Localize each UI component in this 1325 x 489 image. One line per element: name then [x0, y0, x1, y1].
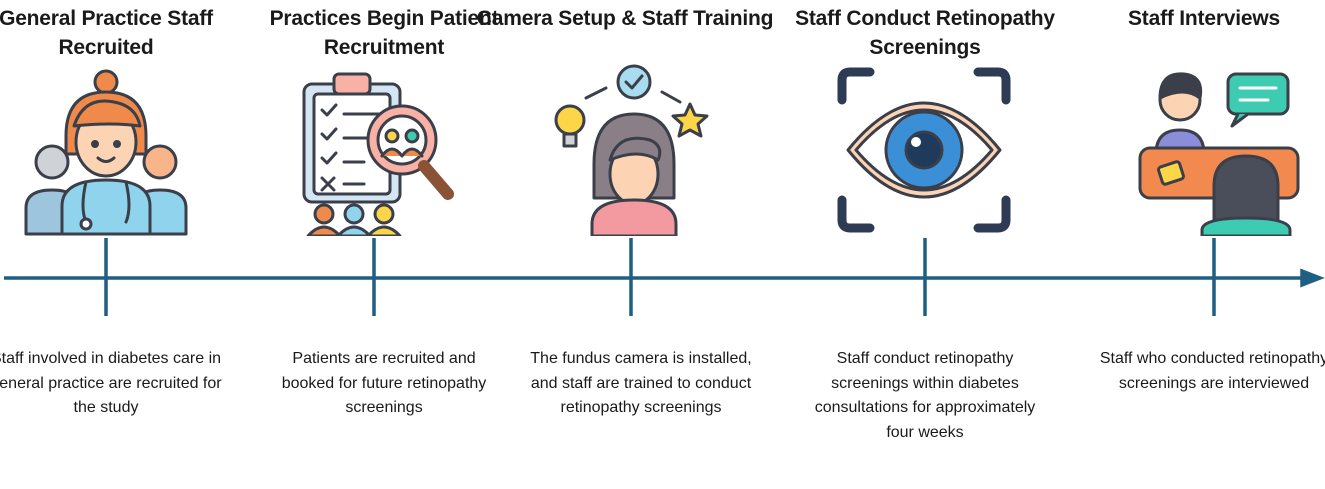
step-5-description: Staff who conducted retinopathy screenin…: [1099, 350, 1325, 392]
step-3-description: The fundus camera is installed, and staf…: [530, 350, 752, 416]
step-2-title: Practices Begin Patient Recruitment: [269, 7, 499, 59]
timeline-arrowhead: [1300, 268, 1325, 288]
step-1-description: Staff involved in diabetes care in gener…: [0, 350, 222, 416]
step-1-title: General Practice Staff Recruited: [0, 7, 213, 59]
medical-staff-icon: [24, 69, 188, 236]
step-4-title: Staff Conduct Retinopathy Screenings: [795, 7, 1055, 59]
step-5-title: Staff Interviews: [1127, 7, 1280, 30]
training-icon: [554, 64, 709, 236]
eye-scan-icon: [837, 67, 1011, 233]
clipboard-search-icon: [302, 72, 454, 236]
step-3-title: Camera Setup & Staff Training: [476, 7, 774, 30]
step-2-description: Patients are recruited and booked for fu…: [281, 350, 487, 416]
step-4-description: Staff conduct retinopathy screenings wit…: [814, 350, 1036, 441]
timeline: [4, 238, 1325, 316]
interview-icon: [1138, 72, 1300, 236]
